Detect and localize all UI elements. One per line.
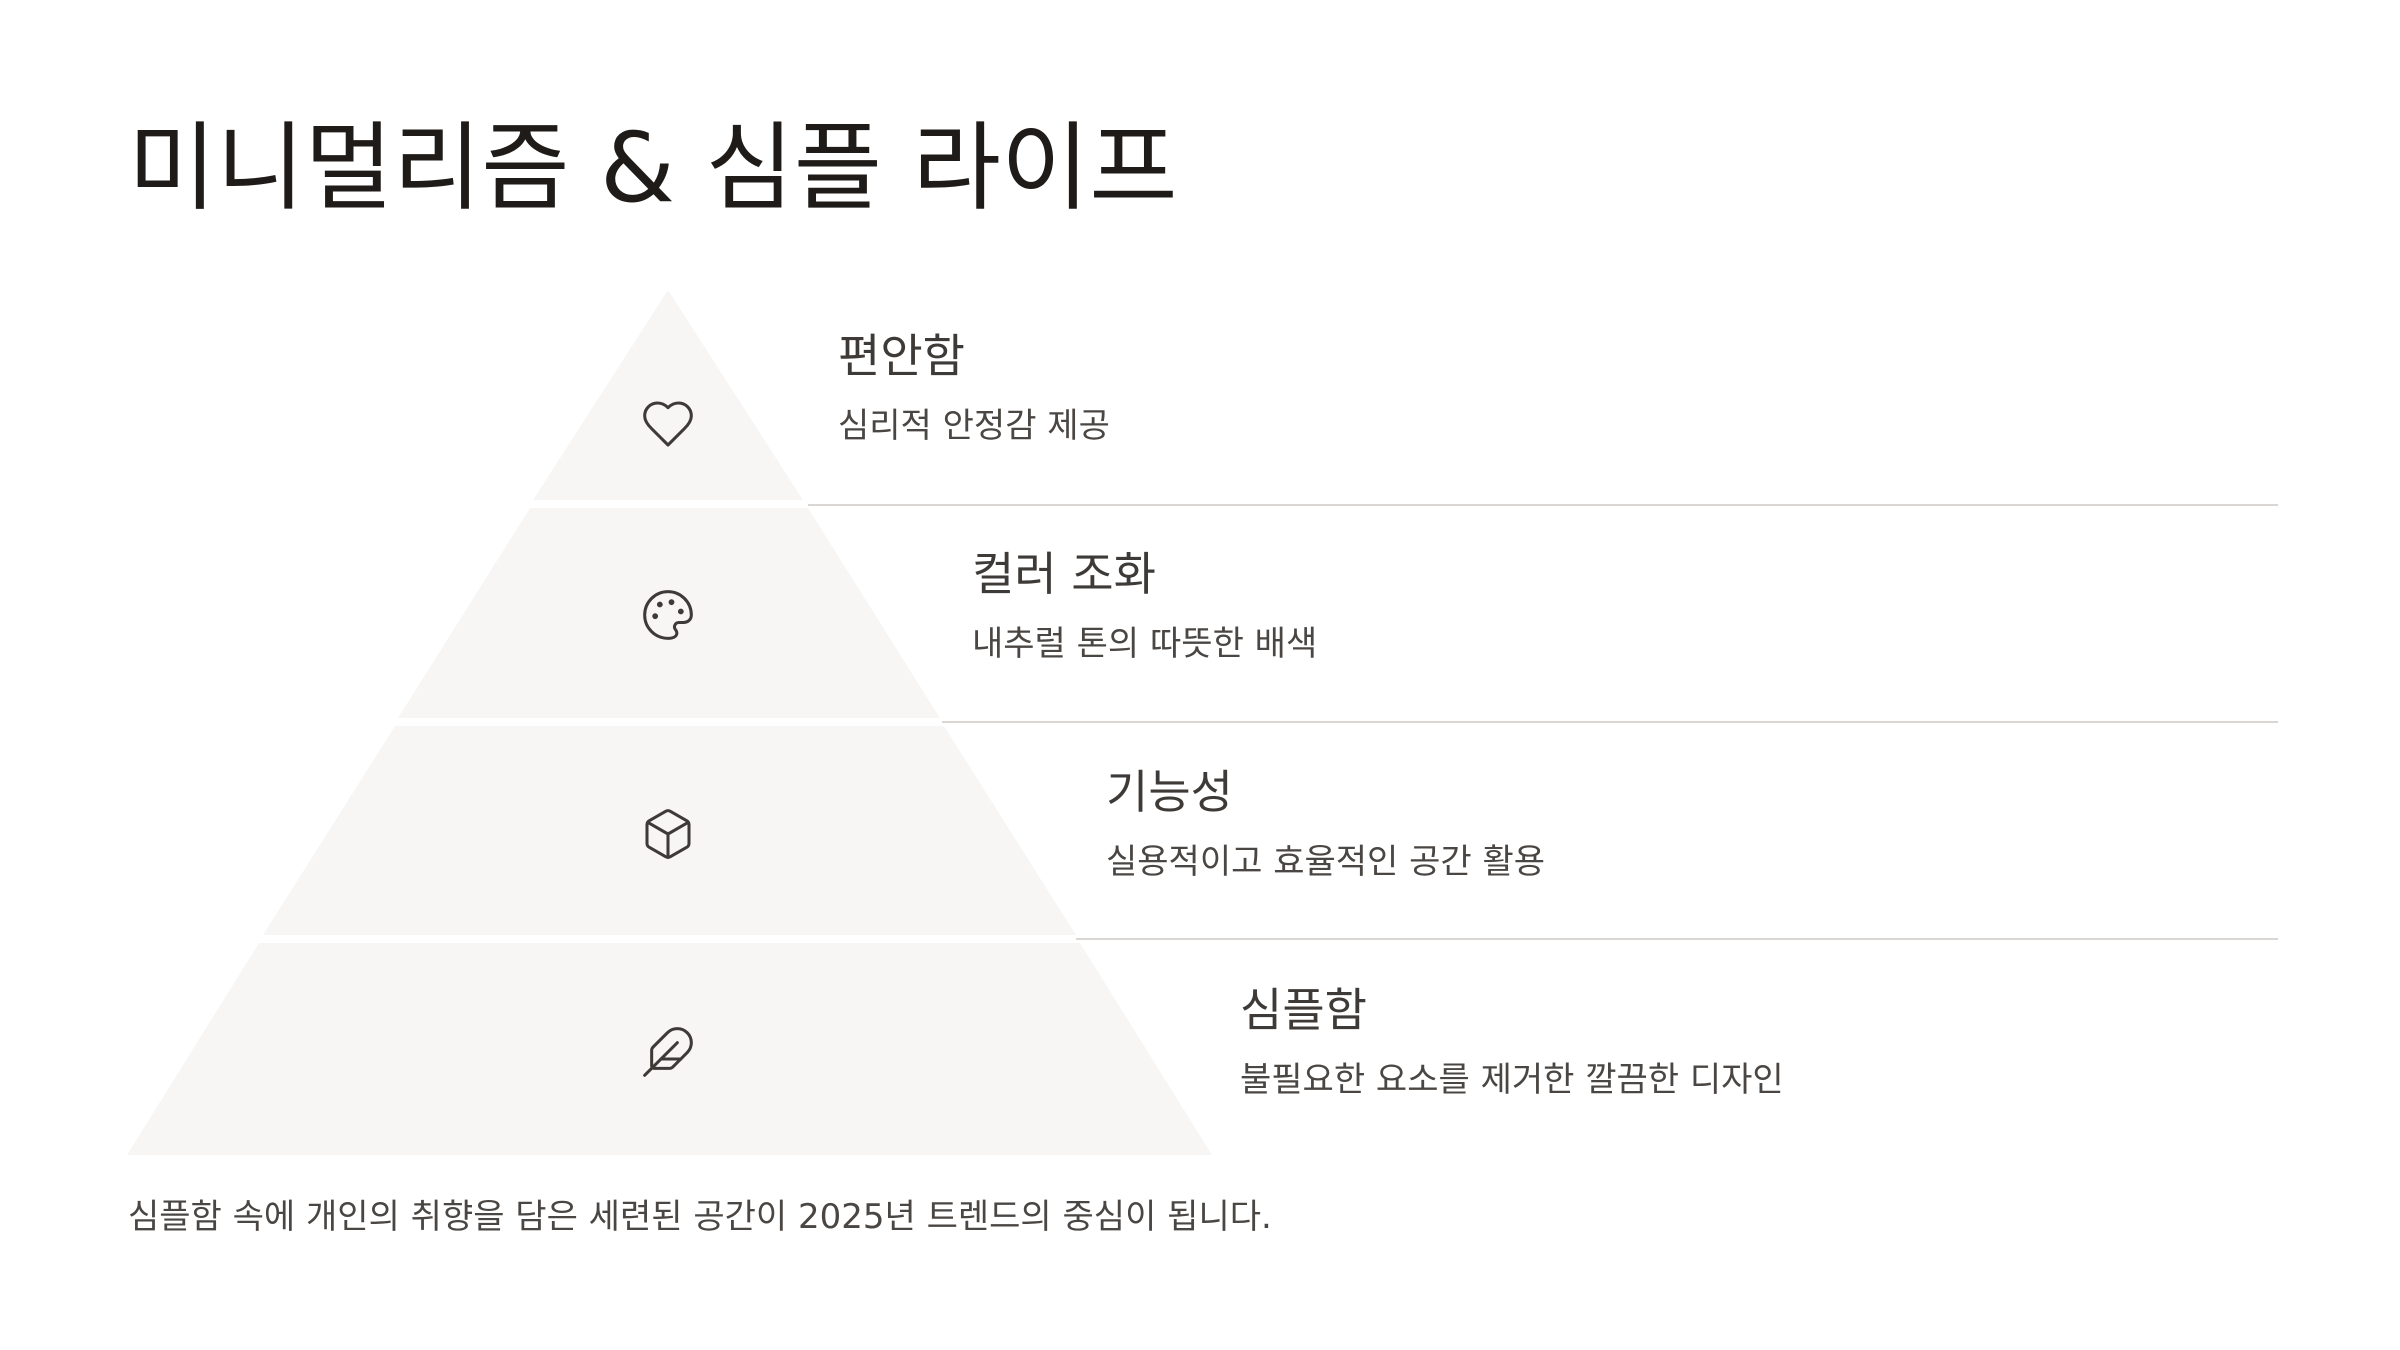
- footer-caption: 심플함 속에 개인의 취향을 담은 세련된 공간이 2025년 트렌드의 중심이…: [128, 1197, 1272, 1237]
- pyramid-tier-3: [263, 726, 1076, 935]
- tier-2-title: 컬러 조화: [972, 547, 1156, 601]
- box-icon: [640, 806, 696, 862]
- feather-icon: [640, 1024, 696, 1080]
- tier-1-title: 편안함: [838, 329, 965, 383]
- divider-1: [808, 504, 2278, 506]
- heart-icon: [640, 396, 696, 452]
- tier-4-text: 심플함 불필요한 요소를 제거한 깔끔한 디자인: [1240, 982, 1784, 1102]
- tier-3-title: 기능성: [1106, 765, 1233, 819]
- palette-icon: [640, 587, 696, 643]
- page-title: 미니멀리즘 & 심플 라이프: [128, 112, 1178, 224]
- tier-3-description: 실용적이고 효율적인 공간 활용: [1106, 842, 1546, 882]
- tier-1-description: 심리적 안정감 제공: [838, 406, 1110, 446]
- pyramid-tier-1: [533, 290, 803, 500]
- tier-2-description: 내추럴 톤의 따뜻한 배색: [972, 624, 1318, 664]
- tier-1-text: 편안함 심리적 안정감 제공: [838, 328, 1110, 448]
- tier-4-description: 불필요한 요소를 제거한 깔끔한 디자인: [1240, 1060, 1784, 1100]
- divider-2: [942, 721, 2278, 723]
- divider-3: [1076, 938, 2278, 940]
- tier-2-text: 컬러 조화 내추럴 톤의 따뜻한 배색: [972, 546, 1317, 666]
- tier-4-title: 심플함: [1240, 983, 1367, 1037]
- tier-3-text: 기능성 실용적이고 효율적인 공간 활용: [1106, 764, 1545, 884]
- pyramid-tier-2: [398, 508, 940, 718]
